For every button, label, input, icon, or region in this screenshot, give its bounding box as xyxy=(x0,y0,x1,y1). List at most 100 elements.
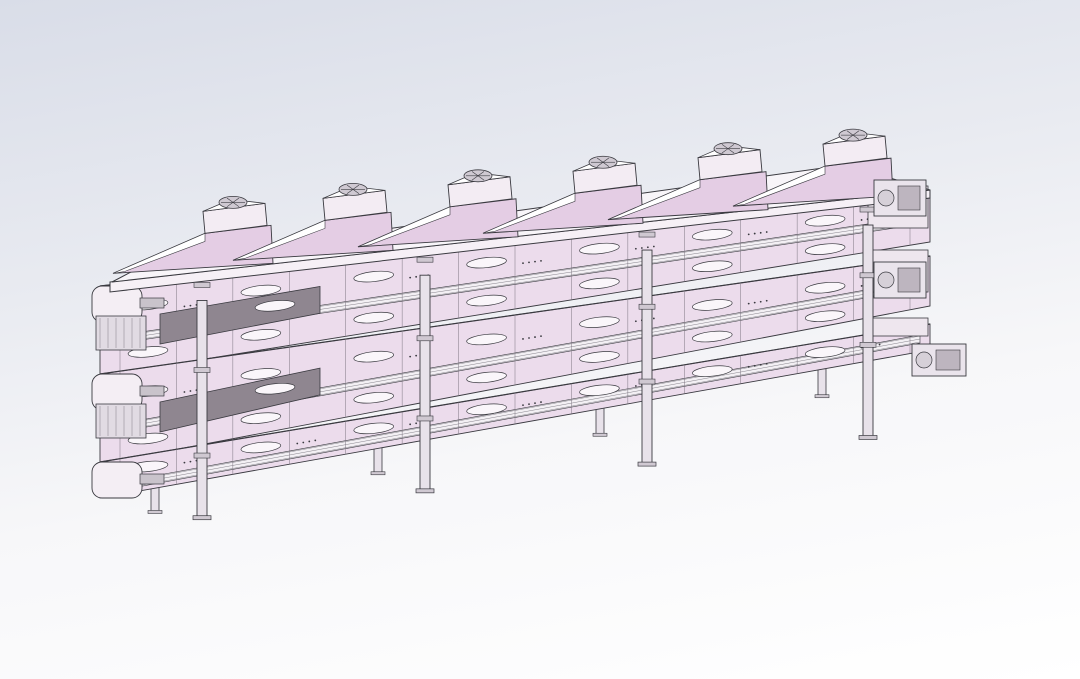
fan-blade xyxy=(721,144,729,149)
bolt xyxy=(878,343,881,346)
inspection-slot xyxy=(240,329,282,341)
leg-foot xyxy=(147,510,163,514)
bolt xyxy=(753,364,756,367)
bolt xyxy=(759,300,762,303)
bolt xyxy=(652,245,655,248)
support-posts xyxy=(192,206,878,521)
post-column xyxy=(641,249,653,465)
exhaust-hood xyxy=(607,142,769,221)
drive-shaft xyxy=(877,271,895,289)
inspection-slot xyxy=(240,284,282,297)
bolt xyxy=(634,247,637,250)
post-column xyxy=(419,274,431,492)
bearing-block xyxy=(139,297,165,309)
inspection-slot xyxy=(804,281,846,294)
inspection-slot xyxy=(466,256,507,269)
inspection-slot xyxy=(804,346,846,358)
inspection-slot xyxy=(692,228,733,241)
bolt xyxy=(765,362,768,365)
fan-blade xyxy=(721,148,729,154)
hood-duct-top xyxy=(232,219,326,261)
inspection-slot xyxy=(804,214,846,227)
bolt xyxy=(415,275,418,278)
bolt xyxy=(534,336,536,338)
fan-blade xyxy=(471,175,479,181)
fan-blade xyxy=(852,130,860,136)
fan-blade xyxy=(727,148,735,154)
inspection-slot xyxy=(466,294,507,307)
bolt xyxy=(296,442,299,445)
bolt xyxy=(183,391,186,393)
bolt xyxy=(540,259,542,262)
inspection-slot xyxy=(804,243,846,255)
fan-blade xyxy=(232,202,240,207)
post-bracket xyxy=(193,282,211,288)
right-end-cap xyxy=(867,317,929,337)
bolt xyxy=(415,422,418,425)
bolt xyxy=(314,439,317,442)
hood-duct-top xyxy=(482,192,576,234)
bolt xyxy=(860,219,863,221)
bolt xyxy=(640,247,643,249)
drive-unit xyxy=(873,179,927,217)
inspection-slot xyxy=(466,371,507,384)
inspection-slot xyxy=(254,383,296,395)
bolt xyxy=(759,231,762,234)
bolt xyxy=(540,401,542,403)
exhaust-hood xyxy=(732,128,894,207)
bolt xyxy=(634,320,637,323)
post-column xyxy=(196,299,208,519)
fan-blade xyxy=(346,189,354,194)
fan-blade xyxy=(846,130,854,136)
inspection-slot xyxy=(692,330,733,343)
bolt xyxy=(522,404,524,407)
fan-blade xyxy=(727,144,735,149)
bolt xyxy=(183,305,186,308)
bolt xyxy=(534,402,536,405)
inspection-slot xyxy=(353,391,394,404)
bolt xyxy=(409,355,412,358)
gear-housing xyxy=(95,403,147,439)
support-post xyxy=(637,231,657,467)
belt-wire xyxy=(139,338,921,483)
inspection-slot xyxy=(579,316,620,328)
bolt xyxy=(860,285,863,287)
belt-wire xyxy=(139,341,921,486)
gear-housing xyxy=(95,315,147,351)
bolt xyxy=(652,317,655,320)
inspection-slot xyxy=(353,350,394,363)
bearing-block xyxy=(139,473,165,485)
short-leg xyxy=(595,406,605,436)
inspection-slot xyxy=(240,368,282,380)
inspection-slot xyxy=(579,351,620,363)
fan-blade xyxy=(352,189,360,194)
bolt xyxy=(540,335,542,338)
bolt xyxy=(759,363,762,366)
bolt xyxy=(646,246,649,249)
short-leg xyxy=(817,368,827,398)
motor-body xyxy=(935,349,961,371)
bolt xyxy=(415,354,418,357)
drive-shaft xyxy=(915,351,933,369)
drive-unit xyxy=(873,261,927,299)
exhaust-hood xyxy=(232,182,394,261)
exhaust-hood xyxy=(112,195,274,274)
post-bracket xyxy=(193,452,211,459)
bolt xyxy=(189,460,192,463)
motor-body xyxy=(897,267,921,293)
bolt xyxy=(534,260,536,263)
hood-duct-top xyxy=(112,232,206,274)
conveyor-tier xyxy=(91,185,931,377)
inspection-slot xyxy=(579,384,620,396)
exhaust-hood xyxy=(482,155,644,234)
fan-blade xyxy=(477,171,485,177)
drive-shaft xyxy=(877,189,895,207)
bolt xyxy=(522,262,524,265)
post-bracket xyxy=(638,231,656,238)
post-bracket xyxy=(416,335,434,342)
hood-duct-top xyxy=(607,179,701,220)
bolt xyxy=(747,302,750,305)
inspection-slot xyxy=(466,403,507,416)
